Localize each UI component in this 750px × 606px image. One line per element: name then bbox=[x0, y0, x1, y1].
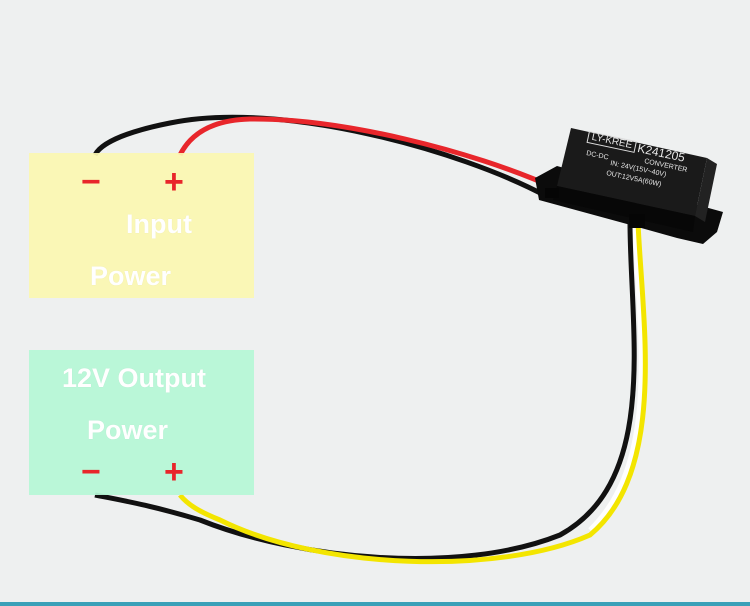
input-plus-sign: + bbox=[164, 163, 184, 201]
output-minus-sign: − bbox=[81, 453, 101, 491]
white-output-wire bbox=[588, 221, 644, 532]
black-output-wire bbox=[94, 221, 637, 562]
bottom-border bbox=[0, 602, 750, 606]
input-label: Input bbox=[126, 209, 192, 239]
output-power-label: Power bbox=[87, 415, 169, 445]
input-power-panel: − + Input Power bbox=[29, 153, 254, 298]
dc-dc-converter-module: LY-KREE K241205 DC-DC CONVERTER IN: 24V(… bbox=[527, 120, 727, 260]
red-input-wire bbox=[177, 116, 557, 191]
output-label: 12V Output bbox=[62, 363, 207, 393]
output-power-panel: 12V Output Power − + bbox=[29, 350, 254, 495]
input-power-label: Power bbox=[90, 261, 172, 291]
yellow-output-wire bbox=[178, 221, 648, 565]
module-body bbox=[535, 128, 723, 244]
output-plus-sign: + bbox=[164, 453, 184, 491]
input-minus-sign: − bbox=[81, 163, 101, 201]
